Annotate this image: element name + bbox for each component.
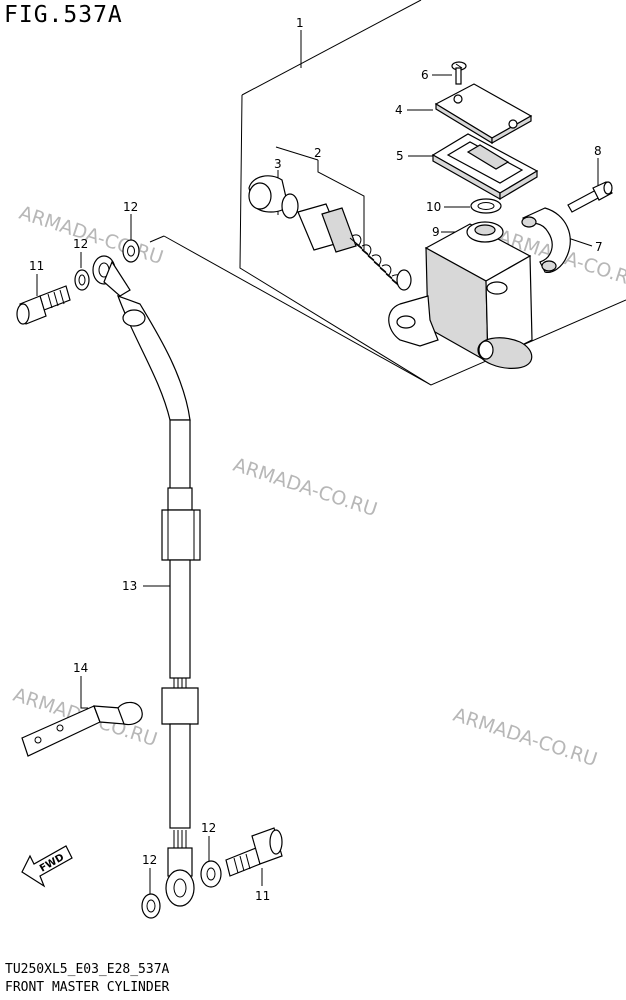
hose-guide-part-14 (21, 701, 143, 757)
callout-12-a: 12 (123, 200, 138, 214)
footer-code: TU250XL5_E03_E28_537A (5, 962, 170, 977)
callout-11-top: 11 (29, 259, 44, 273)
callout-12-d: 12 (142, 853, 157, 867)
callout-3: 3 (274, 157, 282, 171)
washer-part-12-b (122, 239, 140, 263)
callout-5: 5 (396, 149, 404, 163)
brake-hose-part-13 (92, 255, 201, 907)
callout-11-bottom: 11 (255, 889, 270, 903)
piston-spring-part-2 (297, 203, 412, 291)
o-ring-part-10 (470, 198, 502, 214)
forward-arrow-icon: FWD (21, 845, 73, 888)
washer-part-12-c (200, 860, 222, 888)
watermark-2: ARMADA-CO.RU (230, 454, 379, 521)
callout-14: 14 (73, 661, 88, 675)
callout-7: 7 (595, 240, 603, 254)
clamp-part-7 (521, 207, 571, 273)
callout-8: 8 (594, 144, 602, 158)
figure-title: FIG.537A (4, 2, 123, 28)
callout-13: 13 (122, 579, 137, 593)
washer-part-12-d (141, 893, 161, 919)
screw-part-8 (567, 181, 613, 213)
callout-6: 6 (421, 68, 429, 82)
callout-10: 10 (426, 200, 441, 214)
footer-name: FRONT MASTER CYLINDER (5, 980, 170, 995)
banjo-bolt-part-11-bottom (225, 827, 283, 877)
master-cylinder-body (388, 221, 533, 369)
callout-2: 2 (314, 146, 322, 160)
diaphragm-part-5 (431, 133, 539, 201)
reservoir-cap-part-4 (434, 83, 533, 145)
callout-1: 1 (296, 16, 304, 30)
callout-9: 9 (432, 225, 440, 239)
callout-4: 4 (395, 103, 403, 117)
callout-12-b: 12 (73, 237, 88, 251)
banjo-bolt-part-11-top (16, 285, 71, 325)
watermark-3: ARMADA-CO.RU (450, 704, 599, 771)
callout-numbers: 1 2 3 4 5 6 7 8 9 10 11 11 12 12 12 12 1… (29, 16, 603, 903)
boot-part-3 (248, 175, 299, 219)
washer-part-12-a (74, 269, 90, 291)
callout-12-c: 12 (201, 821, 216, 835)
assembly-outline (149, 0, 626, 386)
screw-part-6 (451, 61, 467, 85)
